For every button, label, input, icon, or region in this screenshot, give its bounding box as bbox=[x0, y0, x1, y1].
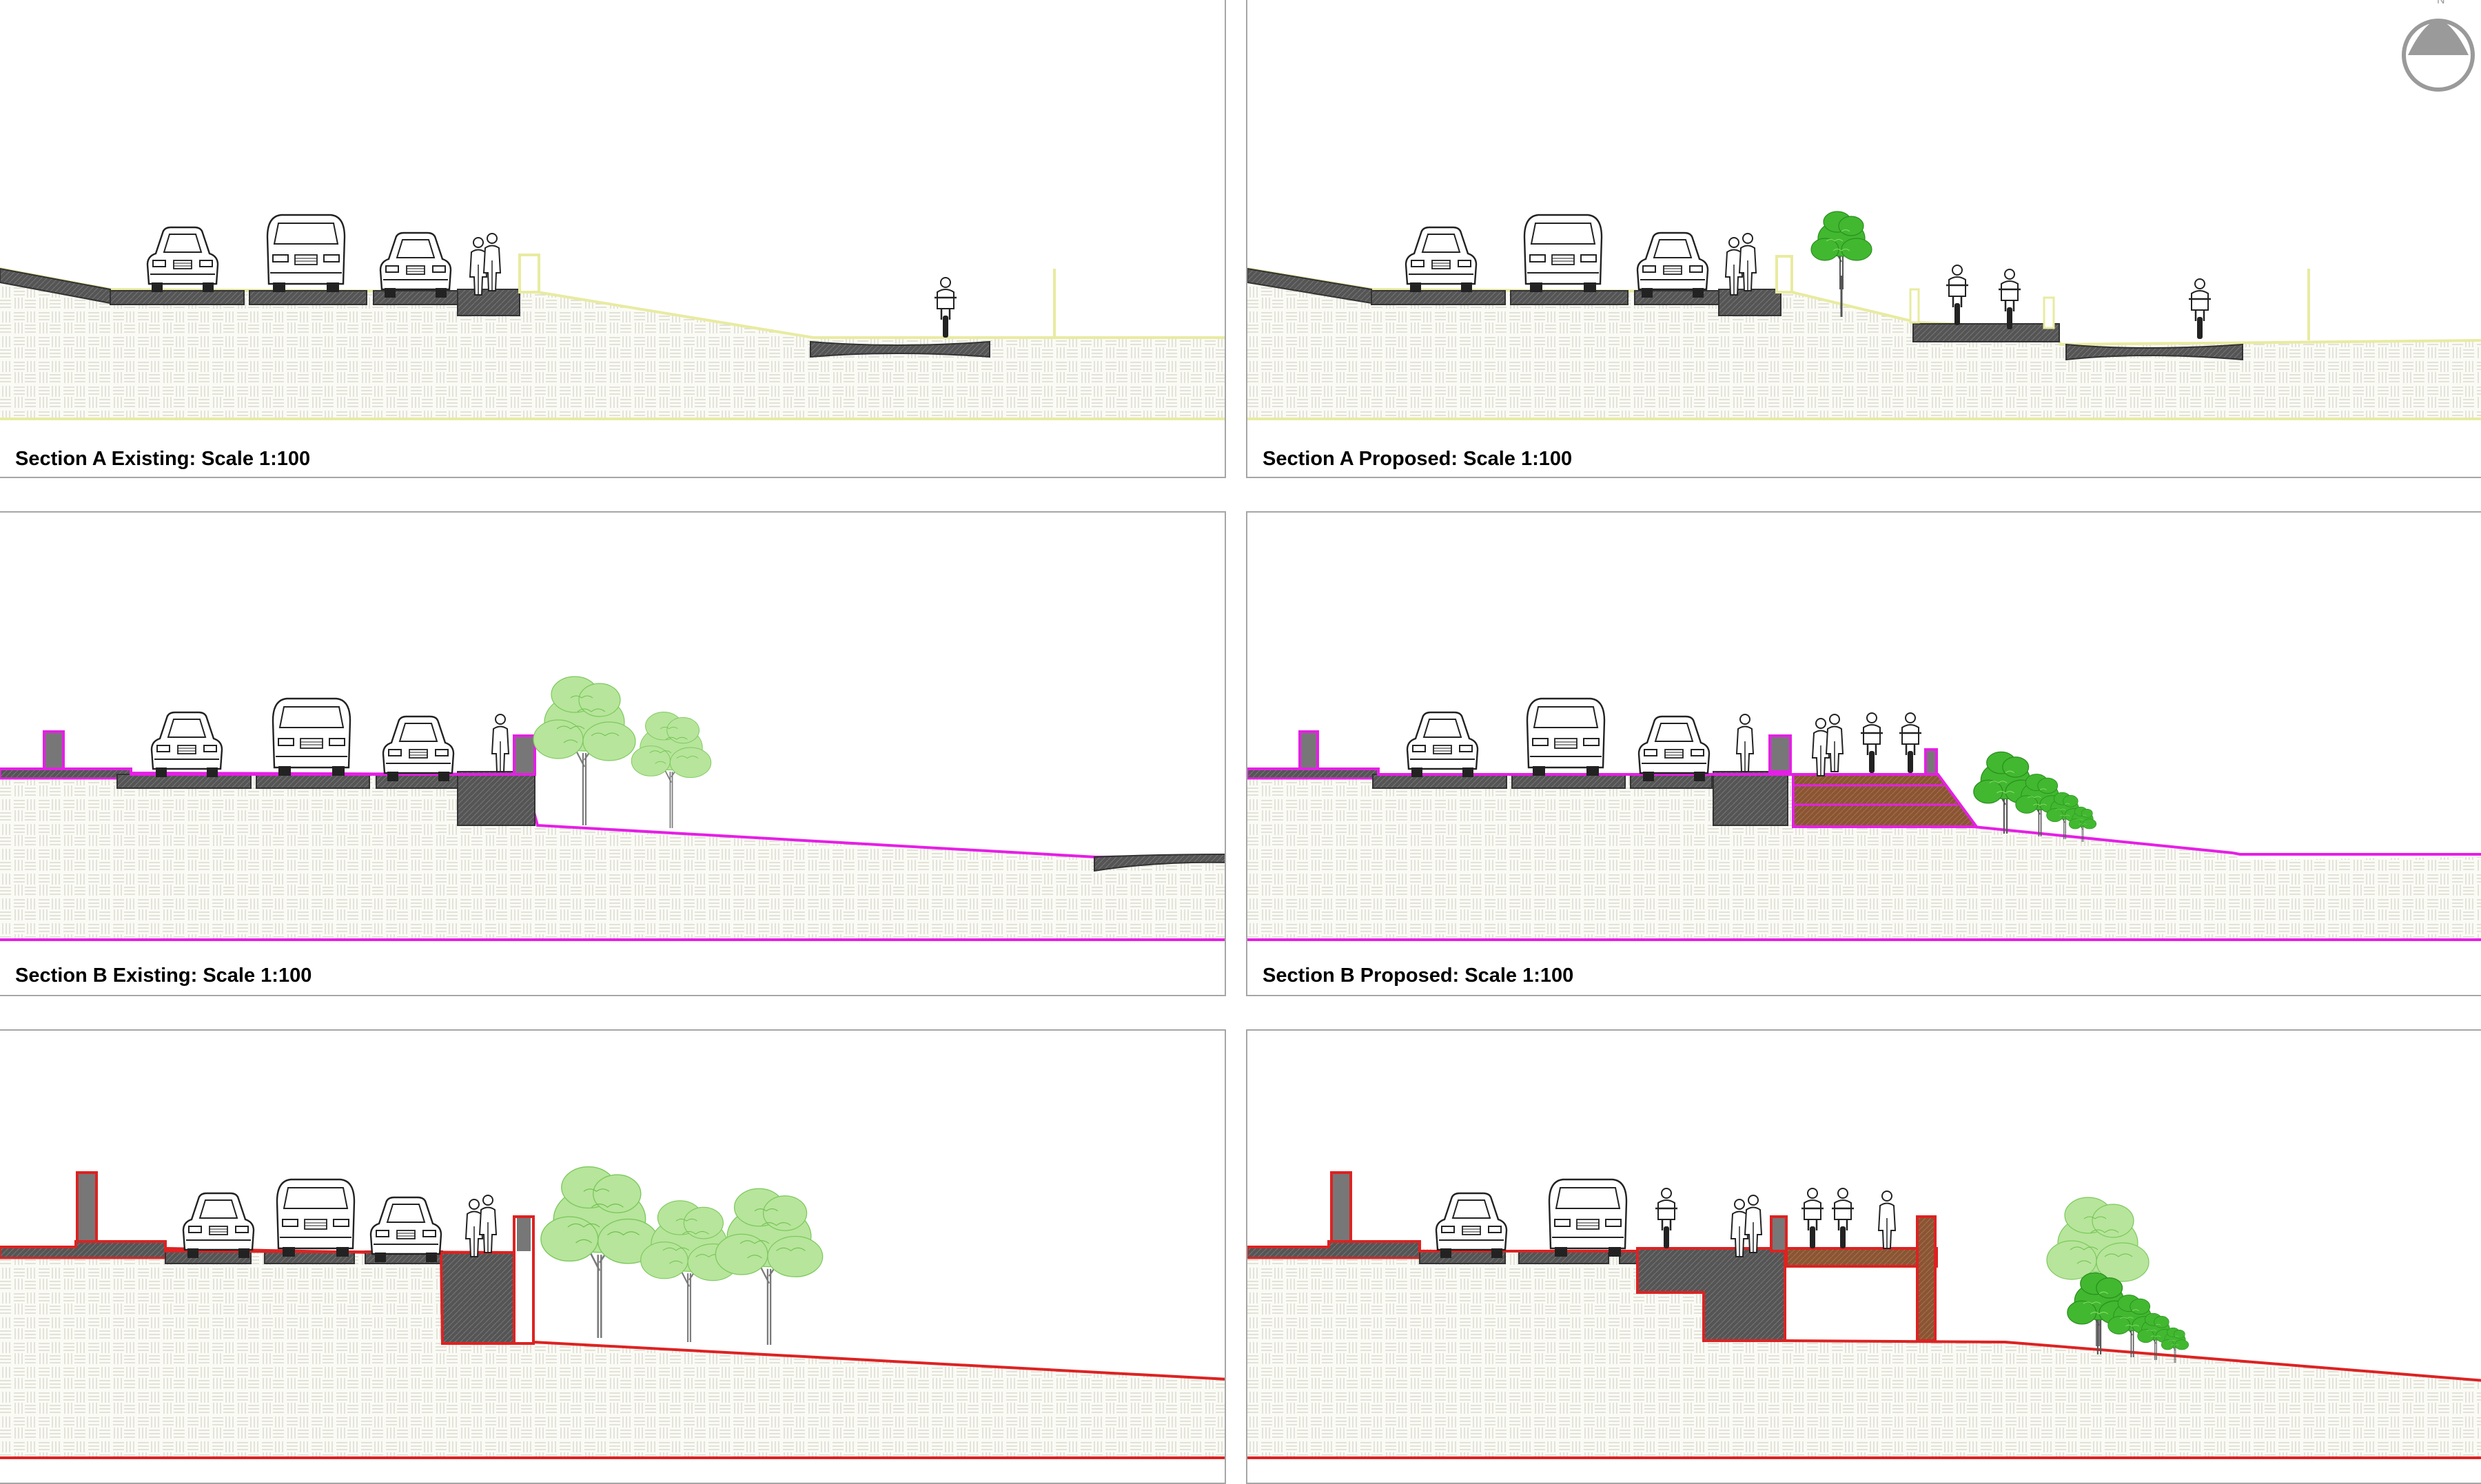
tree bbox=[1810, 211, 1872, 317]
pedestrians bbox=[491, 714, 509, 772]
panel-section-a-existing: Section A Existing: Scale 1:100 bbox=[0, 0, 1226, 478]
panel-title: Section B Existing: Scale 1:100 bbox=[15, 965, 312, 987]
section-b-proposed-drawing bbox=[1247, 697, 2481, 941]
panel-title: Section A Existing: Scale 1:100 bbox=[15, 448, 311, 470]
panel-section-c-existing bbox=[0, 1029, 1226, 1484]
pedestrians bbox=[1736, 712, 1923, 776]
vehicles bbox=[146, 214, 452, 299]
panel-title: Section A Proposed: Scale 1:100 bbox=[1263, 448, 1573, 470]
section-b-existing-drawing bbox=[0, 675, 1225, 941]
panel-section-c-proposed bbox=[1246, 1029, 2481, 1484]
cycle-bridge bbox=[1785, 1215, 1938, 1342]
ground-mass bbox=[1247, 769, 2481, 941]
ground-mass bbox=[1247, 1248, 2481, 1459]
trees bbox=[540, 1166, 824, 1346]
panel-section-a-proposed: Section A Proposed: Scale 1:100 bbox=[1246, 0, 2481, 478]
vehicles bbox=[1405, 214, 1709, 299]
ground-mass bbox=[0, 767, 1225, 941]
panel-section-b-existing: Section B Existing: Scale 1:100 bbox=[0, 511, 1226, 996]
panel-section-b-proposed: Section B Proposed: Scale 1:100 bbox=[1246, 511, 2481, 996]
road-pavement bbox=[0, 730, 1225, 872]
section-outline bbox=[1784, 1339, 2481, 1382]
vehicles bbox=[1406, 697, 1711, 783]
trees bbox=[2045, 1196, 2189, 1363]
road-pavement bbox=[1247, 730, 1793, 826]
section-a-proposed-drawing bbox=[1247, 211, 2481, 420]
north-arrow: N bbox=[2396, 0, 2481, 96]
road-pavement bbox=[1247, 1171, 1788, 1342]
road-pavement bbox=[0, 254, 1056, 358]
pedestrians bbox=[466, 1195, 496, 1257]
cycle-terrace bbox=[1792, 748, 1979, 828]
north-label: N bbox=[2437, 0, 2445, 6]
ground-mass bbox=[0, 1246, 1225, 1459]
road-pavement bbox=[1247, 255, 2310, 361]
vehicles bbox=[1435, 1178, 1628, 1259]
section-c-existing-drawing bbox=[0, 1166, 1225, 1459]
vehicles bbox=[150, 697, 455, 783]
panel-title: Section B Proposed: Scale 1:100 bbox=[1263, 965, 1574, 987]
section-a-existing-drawing bbox=[0, 214, 1225, 420]
trees bbox=[532, 675, 712, 829]
north-arrow-icon bbox=[2402, 19, 2475, 92]
vehicles bbox=[182, 1178, 442, 1264]
section-c-proposed-drawing bbox=[1247, 1171, 2481, 1459]
